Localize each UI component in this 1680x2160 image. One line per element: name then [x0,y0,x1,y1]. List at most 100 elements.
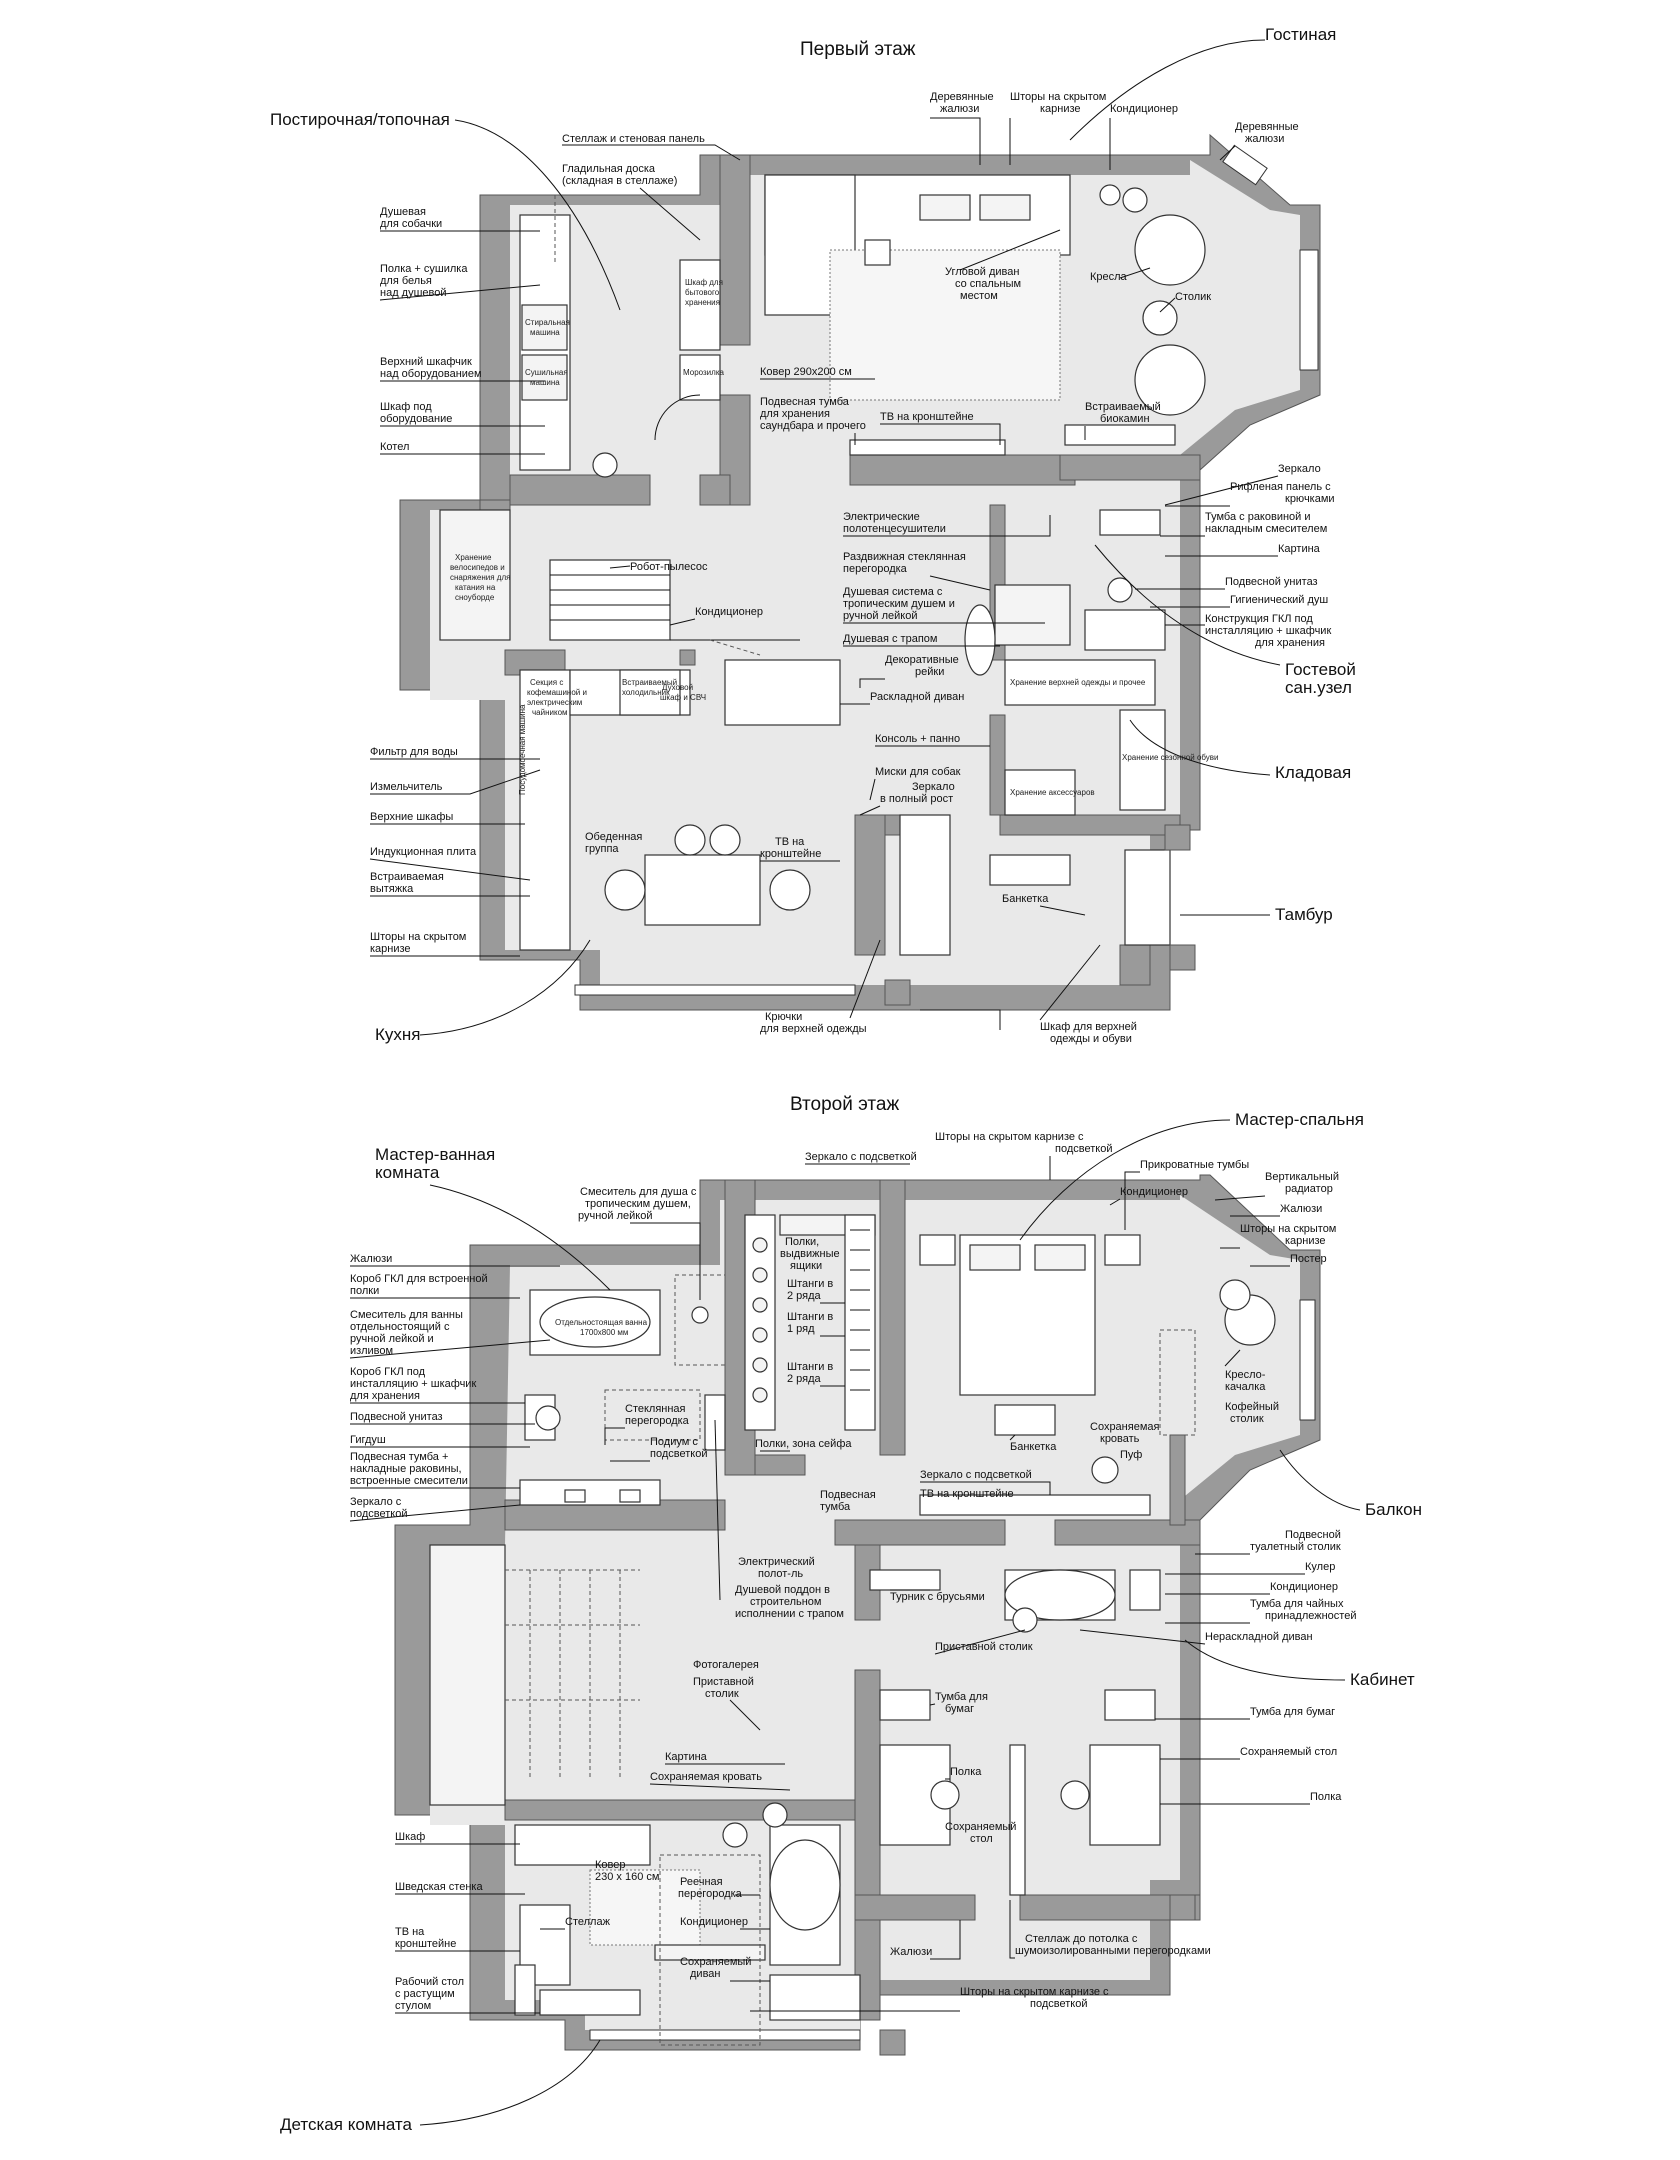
room-master-bath-1: Мастер-ванная [375,1145,495,1164]
plan-label: Шведская стенка [395,1881,483,1893]
plan-label: Гигдуш [350,1434,386,1446]
second-floor-title: Второй этаж [790,1094,899,1115]
plan-label: карнизе [370,943,411,955]
plan-label: Стеллаж и стеновая панель [562,133,705,145]
plan-label: Морозилка [683,368,724,377]
plan-label: Хранение аксессуаров [1010,788,1095,797]
bio-fireplace [1064,424,1176,446]
plan-label: Кондиционер [1270,1581,1338,1593]
plan-label: Индукционная плита [370,846,477,858]
plan-label: изливом [350,1345,393,1357]
plan-label: Ковер 290х200 см [760,366,852,378]
plan-label: Стиральная [525,318,570,327]
plan-label: Смеситель для душа с [580,1186,697,1198]
plan-label: биокамин [1100,413,1150,425]
plan-label: инсталляцию + шкафчик [1205,625,1331,637]
plan-label: Духовой [662,683,693,692]
plan-label: ручной лейкой [843,610,918,622]
plan-label: ТВ на [395,1926,425,1938]
plan-label: Хранение сезонной обуви [1122,753,1219,762]
plan-label: Стеллаж [565,1916,611,1928]
plan-label: Верхние шкафы [370,811,453,823]
plan-label: Робот-пылесос [630,561,708,573]
plan-label: Шторы на скрытом [1010,91,1106,103]
plan-label: Фильтр для воды [370,746,458,758]
plan-label: Вертикальный [1265,1171,1339,1183]
plan-label: Кондиционер [695,606,763,618]
plan-label: Кондиционер [1110,103,1178,115]
plan-label: Банкетка [1002,893,1049,905]
plan-label: снаряжения для [450,573,510,582]
plan-label: качалка [1225,1381,1266,1393]
plan-label: накладные раковины, [350,1463,462,1475]
plan-label: Столик [1175,291,1211,303]
plan-label: Шторы на скрытом [370,931,466,943]
plan-label: Подвесной [1285,1529,1341,1541]
plan-label: Зеркало с подсветкой [920,1469,1032,1481]
plan-label: Реечная [680,1876,723,1888]
plan-label: кровать [1100,1433,1140,1445]
plan-label: подсветкой [1030,1998,1087,2010]
plan-label: Подвесной унитаз [1225,576,1318,588]
plan-label: Гигиенический душ [1230,594,1328,606]
plan-label: Сохраняемый [680,1956,751,1968]
plan-label: столик [1230,1413,1264,1425]
plan-label: над оборудованием [380,368,482,380]
plan-label: строительном [750,1596,822,1608]
plan-label: одежды и обуви [1050,1033,1132,1045]
plan-label: Конструкция ГКЛ под [1205,613,1313,625]
plan-label: Приставной столик [935,1641,1033,1653]
second-floor-room-labels: Мастер-ванная комната Мастер-спальня Бал… [280,1110,1422,2134]
plan-label: 230 х 160 см [595,1871,659,1883]
plan-label: Зеркало [912,781,955,793]
plan-label: Постер [1290,1253,1327,1265]
plan-label: 1 ряд [787,1323,815,1335]
plan-label: электрическим [527,698,582,707]
plan-label: для хранения [350,1390,420,1402]
plan-label: Посудомоечная машина [518,704,527,795]
plan-label: Верхний шкафчик [380,356,472,368]
plan-label: для белья [380,275,432,287]
plan-label: Штанги в [787,1361,833,1373]
pantry-furniture [1004,659,1166,816]
plan-label: Сушильная [525,368,568,377]
plan-label: Сохраняемая кровать [650,1771,762,1783]
plan-label: Обеденная [585,831,642,843]
plan-label: стол [970,1833,993,1845]
plan-label: Жалюзи [890,1946,932,1958]
plan-label: вытяжка [370,883,414,895]
plan-label: Рабочий стол [395,1976,464,1988]
plan-label: Отдельностоящая ванна [555,1318,648,1327]
second-floor-annotations: Смеситель для душа с тропическим душем, … [349,1131,1356,2014]
plan-label: инсталляцию + шкафчик [350,1378,476,1390]
plan-label: Зеркало с подсветкой [805,1151,917,1163]
plan-label: Жалюзи [350,1253,392,1265]
dryer-machine [521,354,568,401]
plan-label: Рифленая панель с [1230,481,1331,493]
plan-label: Электрический [738,1556,815,1568]
plan-label: Встраиваемый [1085,401,1161,413]
plan-label: Котел [380,441,409,453]
plan-label: ручной лейкой [578,1210,653,1222]
plan-label: Тумба для бумаг [1250,1706,1335,1718]
plan-label: Полка [950,1766,982,1778]
plan-label: Ковер [595,1859,625,1871]
plan-label: ТВ на кронштейне [920,1488,1014,1500]
laundry-furniture [519,195,721,478]
plan-label: Прикроватные тумбы [1140,1159,1249,1171]
room-kitchen: Кухня [375,1025,421,1044]
plan-label: Гладильная доска [562,163,656,175]
plan-label: бытового [685,288,720,297]
boiler-icon [592,452,618,478]
plan-label: Душевой поддон в [735,1584,830,1596]
storage-cabinet [679,259,721,351]
plan-label: Декоративные [885,654,959,666]
plan-label: 1700х800 мм [580,1328,628,1337]
plan-label: Кресло- [1225,1369,1266,1381]
plan-label: в полный рост [880,793,953,805]
room-living: Гостиная [1265,25,1336,44]
plan-label: Деревянные [1235,121,1299,133]
armchair-2 [1134,344,1206,416]
room-master-bedroom: Мастер-спальня [1235,1110,1364,1129]
